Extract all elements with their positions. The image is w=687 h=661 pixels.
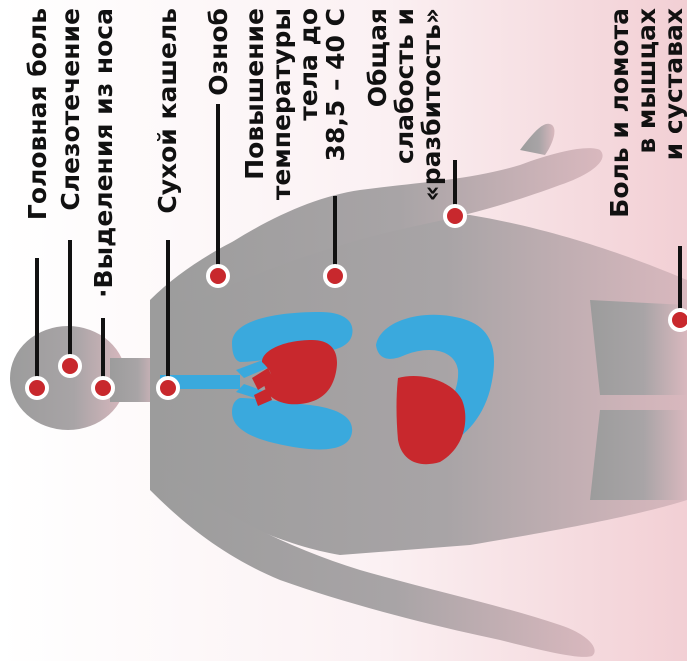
marker-headache xyxy=(27,378,47,398)
label-dry-cough: Сухой кашель xyxy=(153,8,182,214)
label-aches-line1: Боль и ломота xyxy=(605,8,634,218)
label-nasal-discharge: ·Выделения из носа xyxy=(89,8,118,298)
label-aches-line2: в мышцах xyxy=(632,8,661,154)
label-weakness-line2: слабость и xyxy=(390,8,419,164)
marker-weakness xyxy=(445,206,465,226)
label-fever-line4: 38,5 – 40 С xyxy=(321,8,350,161)
label-aches-line3: и суставах xyxy=(659,8,687,160)
marker-nasal-discharge xyxy=(93,378,113,398)
label-headache: Головная боль xyxy=(23,8,52,220)
label-weakness-line1: Общая xyxy=(363,8,392,107)
label-tearing: Слезотечение xyxy=(56,8,85,211)
marker-aches xyxy=(670,310,687,330)
marker-tearing xyxy=(60,356,80,376)
label-fever-line1: Повышение xyxy=(240,8,269,180)
label-fever-line2: температуры xyxy=(267,8,296,200)
marker-fever xyxy=(325,266,345,286)
label-weakness-line3: «разбитость» xyxy=(417,8,446,201)
marker-chills xyxy=(208,266,228,286)
label-chills: Озноб xyxy=(204,8,233,96)
label-fever-line3: тела до xyxy=(294,8,323,121)
marker-dry-cough xyxy=(158,378,178,398)
